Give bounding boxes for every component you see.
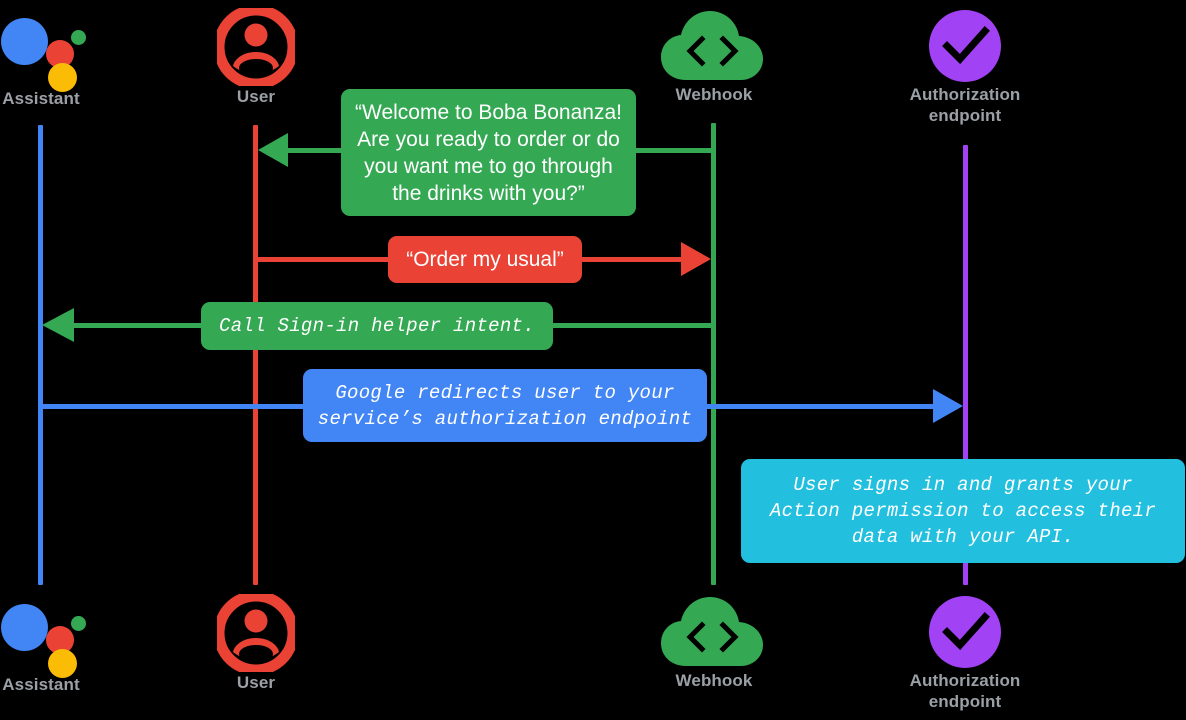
purple-check-circle-icon bbox=[929, 10, 1001, 82]
cloud-code-icon bbox=[661, 11, 763, 80]
actor-authorization-endpoint-top: Authorization endpoint bbox=[865, 8, 1065, 126]
actor-label-webhook-bottom: Webhook bbox=[675, 671, 753, 690]
google-assistant-icon bbox=[0, 594, 86, 678]
actor-label-authorization-endpoint-top: Authorization endpoint bbox=[909, 85, 1021, 125]
arrow-head-welcome bbox=[258, 133, 288, 167]
user-avatar-icon bbox=[217, 594, 295, 672]
lifeline-user bbox=[253, 125, 258, 585]
message-bubble-welcome: “Welcome to Boba Bonanza! Are you ready … bbox=[341, 89, 636, 216]
actor-assistant-bottom: Assistant bbox=[0, 594, 141, 695]
arrow-head-google-redirects bbox=[933, 389, 963, 423]
actor-label-assistant-bottom: Assistant bbox=[2, 675, 80, 694]
actor-user-bottom: User bbox=[156, 594, 356, 693]
lifeline-authorization-endpoint bbox=[963, 145, 968, 585]
message-text-user-signs-in: User signs in and grants your Action per… bbox=[769, 474, 1157, 548]
actor-webhook-bottom: Webhook bbox=[614, 594, 814, 691]
message-bubble-google-redirects: Google redirects user to your service’s … bbox=[303, 369, 707, 442]
message-bubble-call-sign-in-helper: Call Sign-in helper intent. bbox=[201, 302, 553, 350]
actor-authorization-endpoint-bottom: Authorization endpoint bbox=[865, 594, 1065, 712]
actor-label-user-top: User bbox=[236, 87, 276, 106]
lifeline-webhook bbox=[711, 123, 716, 585]
user-avatar-icon bbox=[217, 8, 295, 86]
message-bubble-order-my-usual: “Order my usual” bbox=[388, 236, 582, 283]
actor-user-top: User bbox=[156, 8, 356, 107]
actor-label-user-bottom: User bbox=[236, 673, 276, 692]
lifeline-assistant bbox=[38, 125, 43, 585]
actor-webhook-top: Webhook bbox=[614, 8, 814, 105]
message-text-call-sign-in-helper: Call Sign-in helper intent. bbox=[219, 315, 535, 337]
arrow-head-order bbox=[681, 242, 711, 276]
arrow-head-sign-in-helper bbox=[42, 308, 74, 342]
message-text-welcome: “Welcome to Boba Bonanza! Are you ready … bbox=[355, 100, 622, 205]
message-text-order-my-usual: “Order my usual” bbox=[406, 248, 564, 271]
actor-label-authorization-endpoint-bottom: Authorization endpoint bbox=[909, 671, 1021, 711]
cloud-code-icon bbox=[661, 597, 763, 666]
message-text-google-redirects: Google redirects user to your service’s … bbox=[317, 381, 693, 430]
actor-assistant-top: Assistant bbox=[0, 8, 141, 109]
google-assistant-icon bbox=[0, 8, 86, 92]
purple-check-circle-icon bbox=[929, 596, 1001, 668]
actor-label-assistant-top: Assistant bbox=[2, 89, 80, 108]
message-bubble-user-signs-in: User signs in and grants your Action per… bbox=[741, 459, 1185, 563]
actor-label-webhook-top: Webhook bbox=[675, 85, 753, 104]
